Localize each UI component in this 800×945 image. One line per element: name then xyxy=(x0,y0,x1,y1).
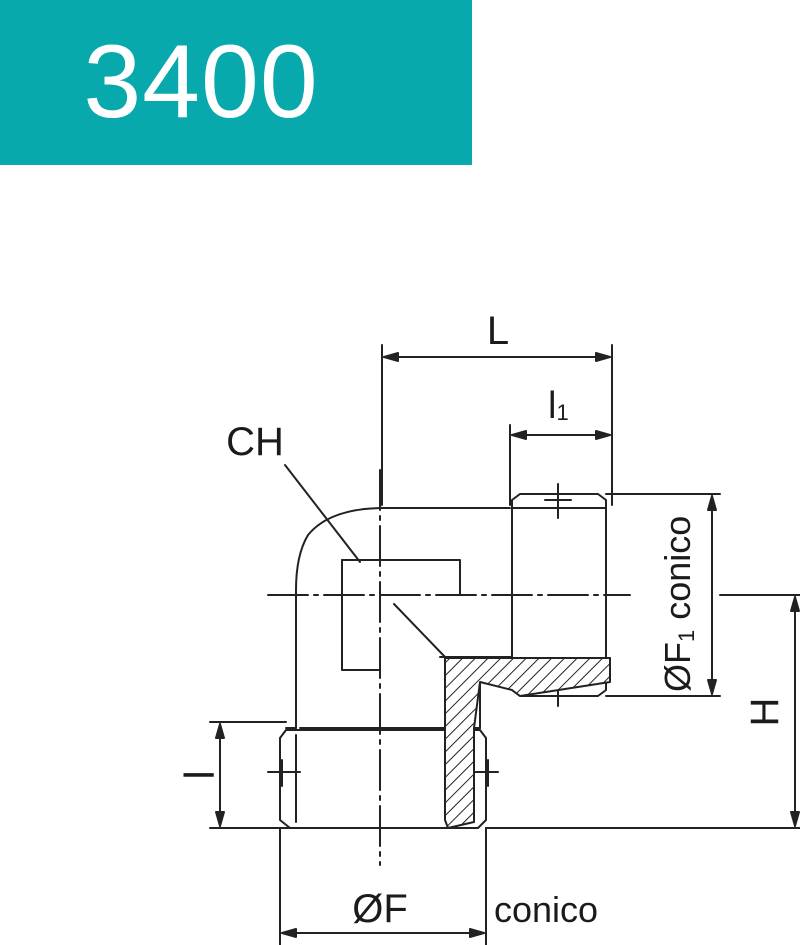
label-CH: CH xyxy=(226,420,284,464)
label-l1-sub: 1 xyxy=(556,400,568,425)
label-l1-main: l xyxy=(548,385,556,427)
label-l: l xyxy=(176,770,223,779)
dimension-L xyxy=(381,344,613,506)
product-code-badge xyxy=(0,0,472,165)
product-code: 3400 xyxy=(83,24,319,140)
label-L: L xyxy=(487,309,509,353)
label-F: ØF xyxy=(352,887,408,931)
label-H: H xyxy=(743,698,787,727)
label-l1: l1 xyxy=(548,385,569,427)
dimension-H xyxy=(485,594,800,829)
label-F1: ØF1 conico xyxy=(657,516,699,692)
label-conico: conico xyxy=(494,889,598,930)
centerlines xyxy=(267,469,631,866)
dimension-F xyxy=(279,827,487,945)
section-hatch xyxy=(444,657,611,829)
label-F1-sub: 1 xyxy=(674,630,699,642)
ch-leader-line xyxy=(284,464,361,563)
label-F1-suffix: conico xyxy=(657,516,698,620)
dimension-F1 xyxy=(605,493,721,697)
dimension-l1 xyxy=(509,424,611,506)
dimension-l xyxy=(209,721,291,829)
label-F1-main: ØF xyxy=(657,642,698,692)
